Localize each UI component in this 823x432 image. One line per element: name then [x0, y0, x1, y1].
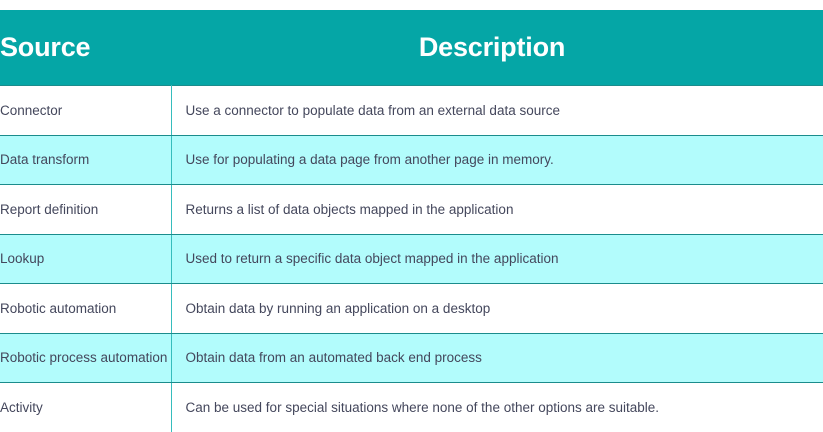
- table-header-row: Source Description: [0, 10, 823, 86]
- table-row: Robotic process automation Obtain data f…: [0, 332, 823, 383]
- cell-source: Activity: [0, 382, 172, 432]
- table-header: Source Description: [0, 10, 823, 86]
- cell-description: Used to return a specific data object ma…: [170, 233, 823, 284]
- table-viewport: Source Description Connector Use a conne…: [0, 10, 823, 432]
- cell-source: Report definition: [0, 184, 172, 235]
- description-text: Use a connector to populate data from an…: [185, 102, 560, 118]
- description-text: Can be used for special situations where…: [185, 399, 660, 415]
- description-text: Returns a list of data objects mapped in…: [185, 201, 514, 217]
- cell-description: Use a connector to populate data from an…: [170, 85, 823, 136]
- cell-source: Robotic automation: [0, 283, 172, 334]
- description-text: Obtain data by running an application on…: [185, 300, 491, 316]
- cell-description: Can be used for special situations where…: [170, 382, 823, 432]
- table-row: Lookup Used to return a specific data ob…: [0, 233, 823, 284]
- data-source-table: Source Description Connector Use a conne…: [0, 10, 823, 432]
- cell-source: Data transform: [0, 134, 172, 185]
- cell-description: Returns a list of data objects mapped in…: [170, 184, 823, 235]
- description-text: Obtain data from an automated back end p…: [185, 350, 482, 366]
- cell-description: Use for populating a data page from anot…: [170, 134, 823, 185]
- cell-source: Lookup: [0, 233, 172, 284]
- cell-source: Connector: [0, 85, 172, 136]
- table-row: Robotic automation Obtain data by runnin…: [0, 283, 823, 334]
- cell-description: Obtain data from an automated back end p…: [170, 332, 823, 383]
- table-body: Connector Use a connector to populate da…: [0, 85, 823, 432]
- column-header-description: Description: [171, 10, 823, 86]
- table-row: Connector Use a connector to populate da…: [0, 85, 823, 136]
- table-row: Report definition Returns a list of data…: [0, 184, 823, 235]
- table-row: Activity Can be used for special situati…: [0, 382, 823, 432]
- column-header-source: Source: [0, 10, 171, 86]
- description-text: Use for populating a data page from anot…: [185, 152, 554, 168]
- table-row: Data transform Use for populating a data…: [0, 134, 823, 185]
- cell-source: Robotic process automation: [0, 332, 172, 383]
- description-text: Used to return a specific data object ma…: [185, 251, 559, 267]
- cell-description: Obtain data by running an application on…: [170, 283, 823, 334]
